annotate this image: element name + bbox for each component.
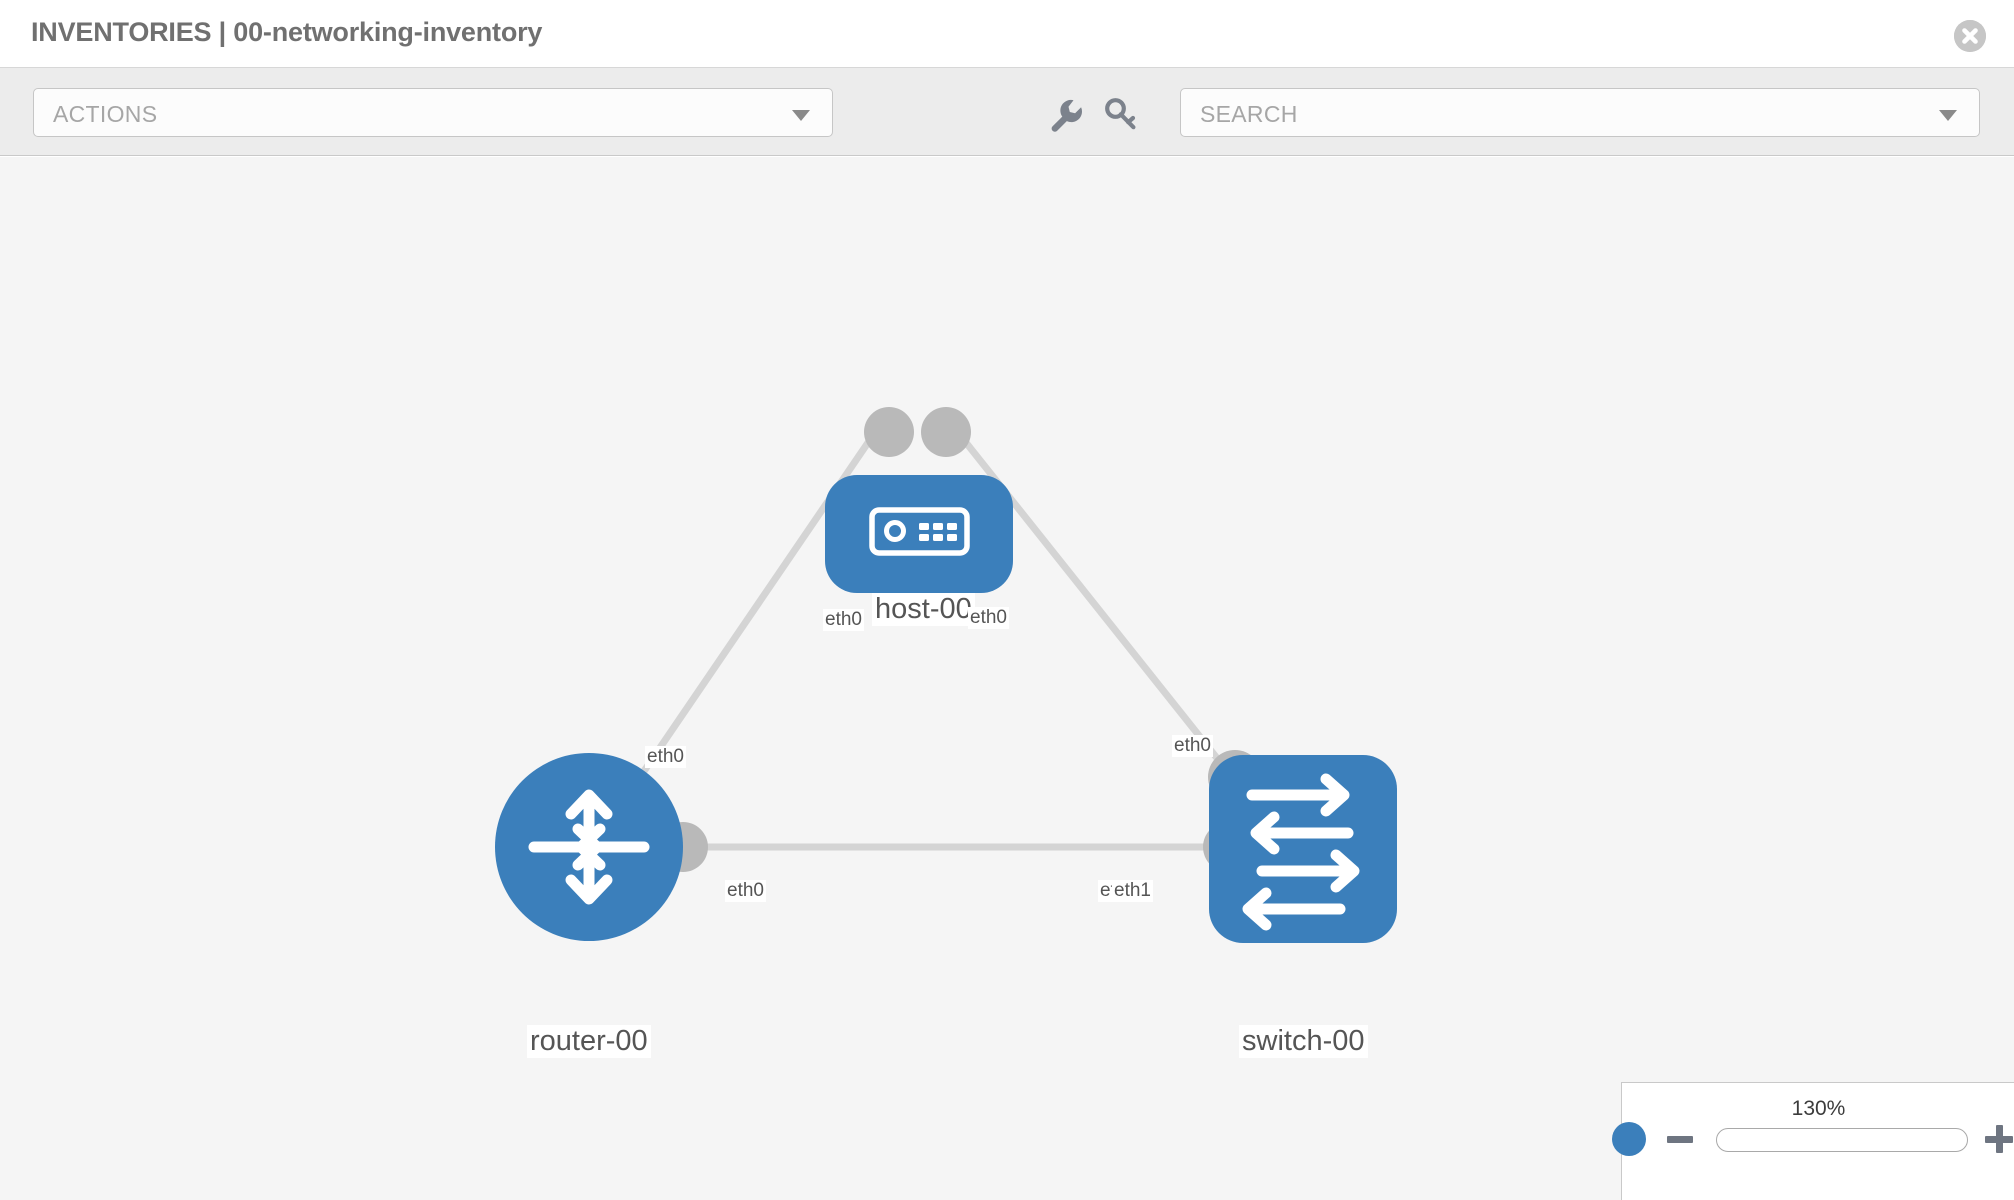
node-label-host-00: host-00 [872,593,975,627]
node-switch-00[interactable] [1209,755,1397,943]
node-router-00[interactable] [495,753,683,941]
node-host-00[interactable] [825,475,1013,593]
close-button[interactable] [1954,20,1986,52]
zoom-in-button[interactable] [1985,1125,2013,1153]
page-title: INVENTORIES | 00-networking-inventory [31,17,543,47]
topology-graph [495,407,1397,943]
actions-dropdown-label: ACTIONS [53,101,158,127]
zoom-control-panel: 130% [1621,1082,2014,1200]
search-input-placeholder: SEARCH [1200,101,1298,127]
edge-label-switch-up-eth0: eth0 [1172,735,1213,757]
port-handle-host-left[interactable] [864,407,914,457]
server-icon [869,507,970,556]
zoom-out-button[interactable] [1667,1136,1693,1143]
actions-dropdown[interactable]: ACTIONS [33,88,833,137]
wrench-icon[interactable] [1045,94,1085,134]
node-label-switch-00: switch-00 [1239,1025,1368,1059]
edge-label-host-right-eth0: eth0 [968,607,1009,629]
node-label-router-00: router-00 [527,1025,651,1059]
edge-label-router-right-eth0: eth0 [725,880,766,902]
chevron-down-icon [1939,110,1957,121]
topology-canvas[interactable]: host-00 eth0 eth0 eth0 eth0 eth0 eth eth… [0,157,2014,1200]
edge-label-host-left-eth0: eth0 [823,609,864,631]
router-arrows-icon [528,789,650,905]
zoom-slider-track[interactable] [1716,1128,1968,1152]
zoom-level-value: 130% [1791,1097,1846,1120]
port-handle-host-right[interactable] [921,407,971,457]
toolbar: ACTIONS SEARCH [0,68,2014,156]
edge-label-router-up-eth0: eth0 [645,746,686,768]
close-icon [1954,20,1986,52]
zoom-slider-thumb[interactable] [1612,1122,1646,1156]
edge-label-switch-left-eth1: eth1 [1112,880,1153,902]
page-header: INVENTORIES | 00-networking-inventory [0,0,2014,68]
switch-arrows-icon [1242,773,1360,931]
search-dropdown[interactable]: SEARCH [1180,88,1980,137]
chevron-down-icon [792,110,810,121]
key-icon[interactable] [1100,94,1140,134]
